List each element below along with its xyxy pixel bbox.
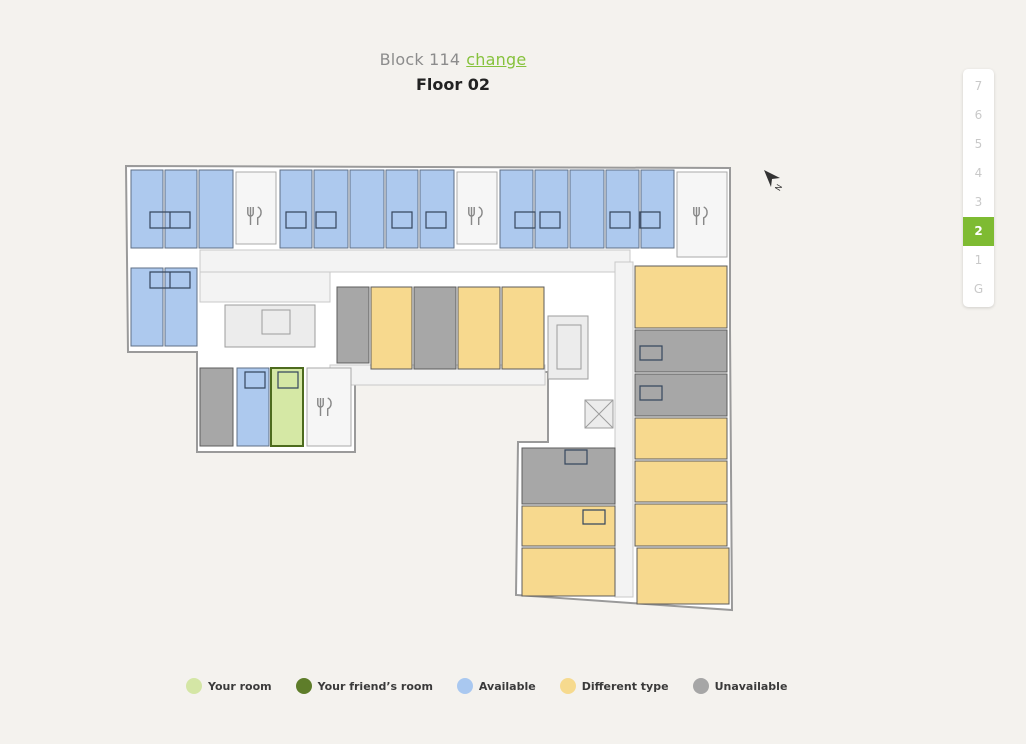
room <box>605 169 640 249</box>
floor-item-4[interactable]: 4 <box>974 166 983 180</box>
legend-label: Different type <box>581 679 669 693</box>
legend-label: Available <box>478 679 536 693</box>
room <box>198 169 234 249</box>
legend-swatch <box>186 678 202 694</box>
room-different-type <box>634 417 728 460</box>
floor-item-G[interactable]: G <box>973 282 984 296</box>
room <box>499 169 534 249</box>
room-different-type <box>521 505 616 547</box>
bathroom-pods <box>149 211 663 525</box>
rooms-middle[interactable] <box>199 286 545 447</box>
legend-item: Your friend’s room <box>295 678 433 694</box>
room <box>279 169 313 249</box>
legend-item: Different type <box>559 678 669 694</box>
floor-title: Floor 02 <box>415 75 491 94</box>
legend-swatch <box>295 678 312 694</box>
room-different-type <box>634 503 728 547</box>
room-unavailable <box>413 286 457 370</box>
floor-item-3[interactable]: 3 <box>974 195 983 209</box>
legend-label: Your room <box>208 679 272 693</box>
room <box>130 169 164 249</box>
floor-item-1[interactable]: 1 <box>974 253 983 267</box>
legend-item: Unavailable <box>692 678 788 694</box>
room-your-room <box>270 367 304 447</box>
legend-item: Available <box>456 678 536 694</box>
room-different-type <box>501 286 545 370</box>
room <box>534 169 569 249</box>
room-unavailable <box>199 367 234 447</box>
room-different-type <box>457 286 501 370</box>
room <box>640 169 675 249</box>
north-arrow-icon: N <box>764 170 784 192</box>
room-different-type <box>634 265 728 329</box>
legend: Your room Your friend’s room Available Diff… <box>186 678 787 694</box>
floor-item-5[interactable]: 5 <box>974 137 983 151</box>
floor-item-7[interactable]: 7 <box>974 79 983 93</box>
legend-swatch <box>456 678 473 694</box>
legend-swatch <box>559 678 576 694</box>
room <box>569 169 605 249</box>
rooms-right[interactable] <box>521 265 730 605</box>
floor-item-6[interactable]: 6 <box>974 108 983 122</box>
legend-label: Your friend’s room <box>317 679 433 693</box>
room <box>349 169 385 249</box>
compass-label: N <box>773 183 784 193</box>
block-label: Block 114 <box>379 50 461 69</box>
room <box>164 169 198 249</box>
rooms-available[interactable] <box>130 169 675 447</box>
stairs <box>224 304 614 429</box>
legend-item: Your room <box>186 678 272 694</box>
room <box>419 169 455 249</box>
corridors <box>199 249 634 598</box>
legend-label: Unavailable <box>714 679 788 693</box>
block-line: Block 114 change <box>0 50 906 69</box>
kitchens <box>235 171 728 447</box>
room <box>313 169 349 249</box>
room <box>130 267 164 347</box>
legend-swatch <box>692 678 709 694</box>
room-unavailable <box>634 329 728 373</box>
room-unavailable <box>634 373 728 417</box>
room-different-type <box>370 286 413 370</box>
room <box>385 169 419 249</box>
room-different-type <box>636 547 730 605</box>
change-block-link[interactable]: change <box>466 50 527 69</box>
room-different-type <box>521 547 616 597</box>
room-unavailable <box>336 286 370 364</box>
floor-header: Block 114 change Floor 02 <box>0 50 906 94</box>
room <box>236 367 270 447</box>
room-unavailable <box>521 447 616 505</box>
room-different-type <box>634 460 728 503</box>
floor-item-2[interactable]: 2 <box>963 217 994 246</box>
